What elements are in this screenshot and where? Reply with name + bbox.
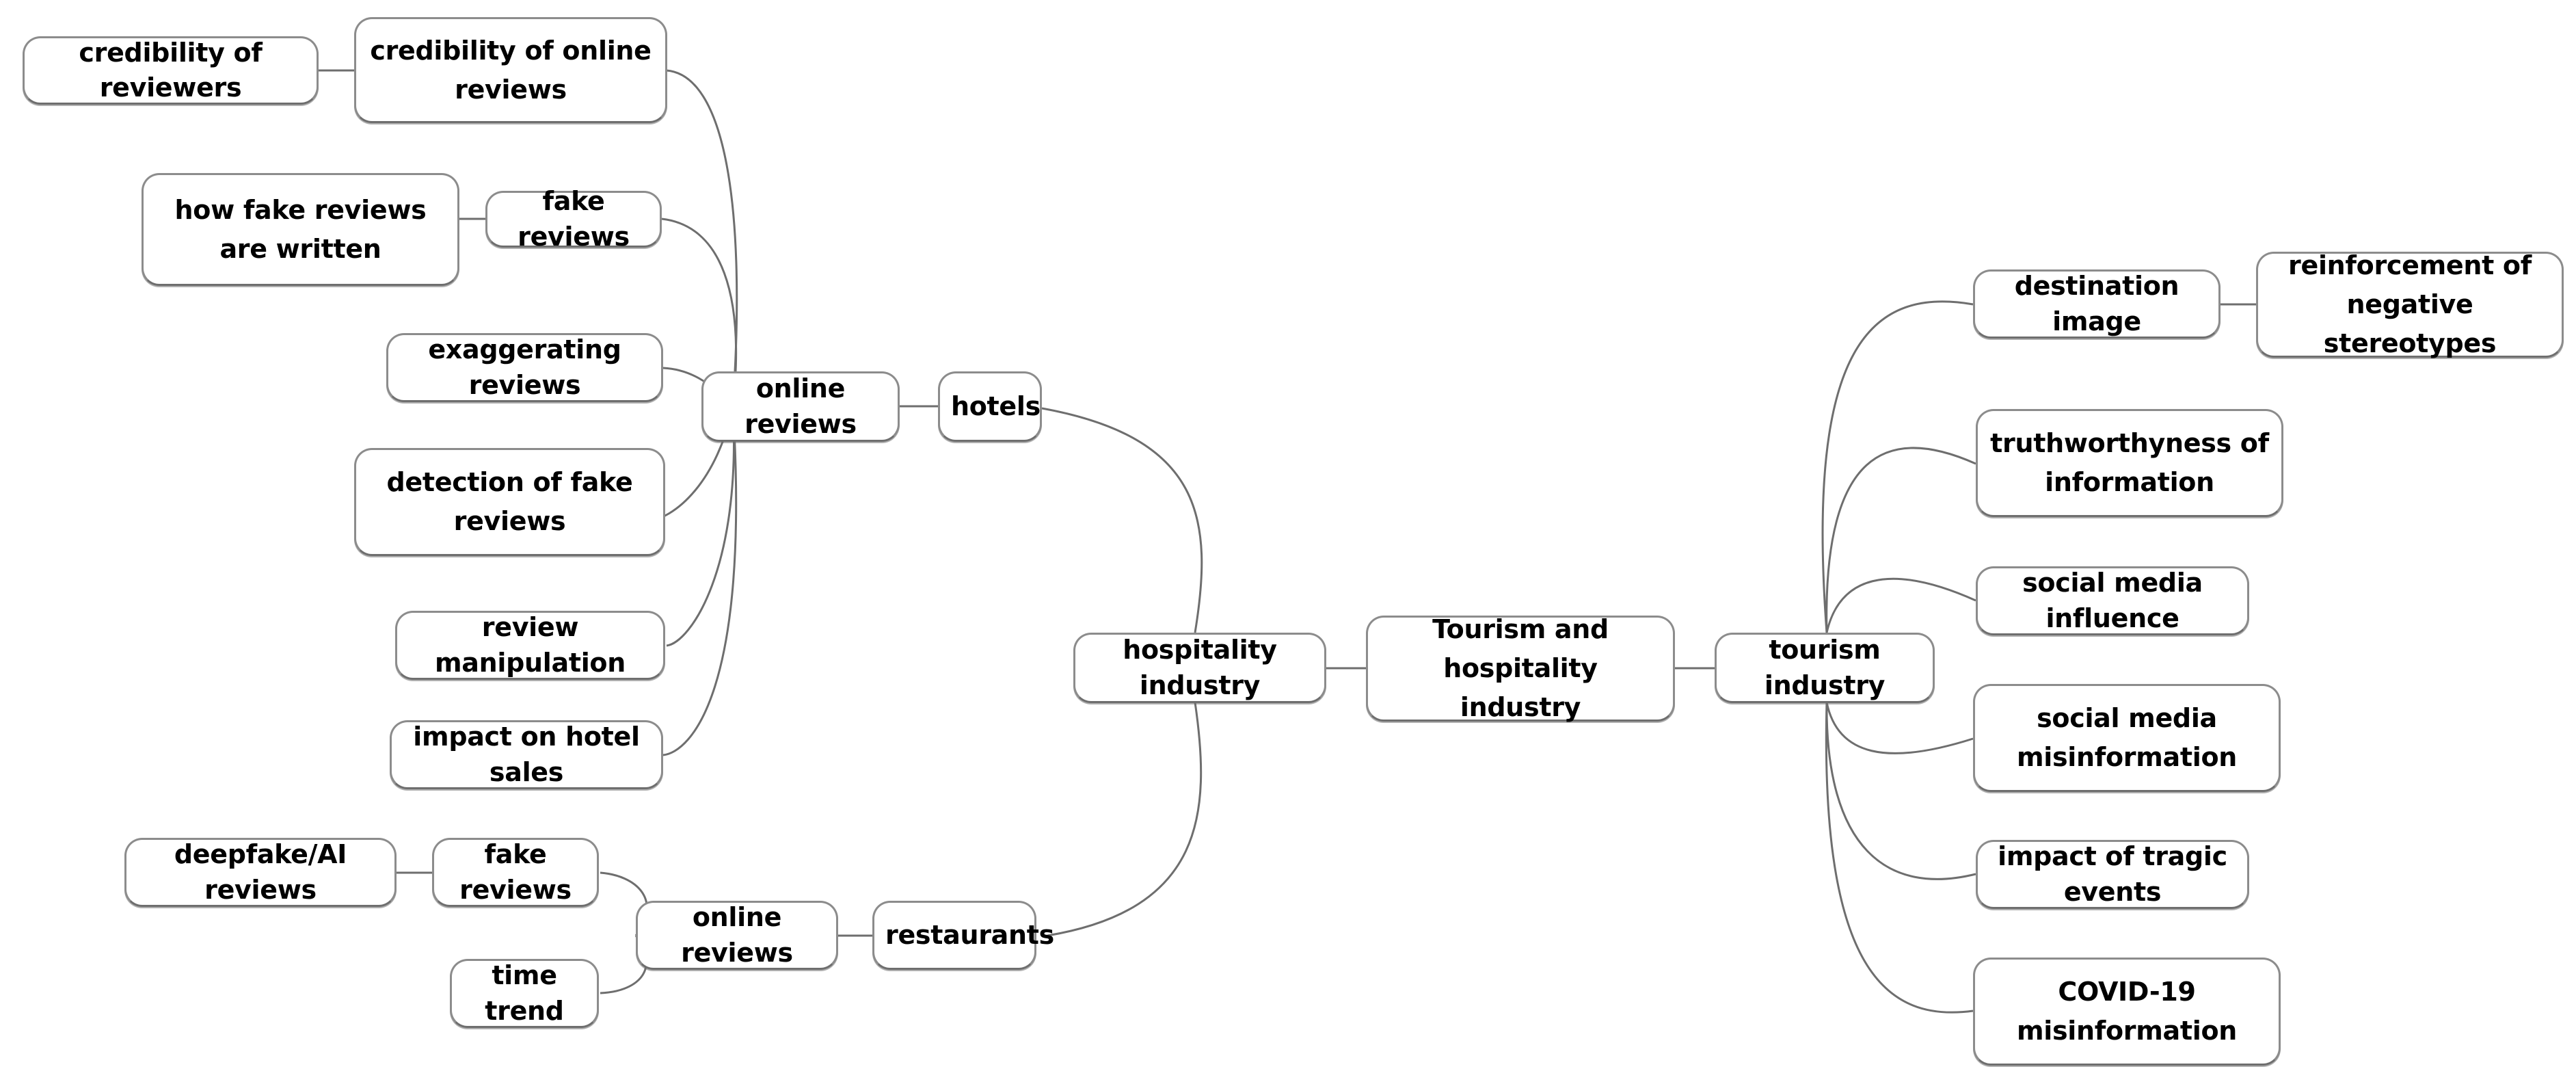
edge-hospitality-restaurants bbox=[1047, 702, 1203, 937]
node-label: detection of fake reviews bbox=[386, 467, 633, 536]
node-root-tourism-and-hospitality-industry[interactable]: Tourism and hospitality industry bbox=[1366, 614, 1675, 722]
node-exaggerating-reviews[interactable]: exaggerating reviews bbox=[386, 333, 663, 402]
node-label: deepfake/AI reviews bbox=[174, 839, 347, 905]
node-label: review manipulation bbox=[435, 612, 626, 678]
node-label: time trend bbox=[485, 960, 564, 1026]
node-review-manipulation[interactable]: review manipulation bbox=[395, 611, 665, 680]
node-social-media-misinformation[interactable]: social media misinformation bbox=[1973, 684, 2281, 792]
edge-ti-social-media-influence bbox=[1825, 577, 1976, 633]
node-label: how fake reviews are written bbox=[174, 194, 427, 264]
node-label: exaggerating reviews bbox=[428, 334, 621, 400]
node-label: Tourism and hospitality industry bbox=[1432, 614, 1609, 722]
node-impact-of-tragic-events[interactable]: impact of tragic events bbox=[1976, 840, 2249, 909]
node-detection-of-fake-reviews[interactable]: detection of fake reviews bbox=[354, 448, 665, 556]
node-label: credibility of online reviews bbox=[370, 35, 652, 105]
edge-ti-covid19-misinformation bbox=[1825, 702, 1974, 1014]
node-fake-reviews-restaurants[interactable]: fake reviews bbox=[432, 838, 599, 907]
node-label: social media misinformation bbox=[2016, 703, 2238, 772]
node-impact-on-hotel-sales[interactable]: impact on hotel sales bbox=[390, 720, 663, 789]
node-credibility-of-reviewers[interactable]: credibility of reviewers bbox=[23, 36, 319, 105]
node-online-reviews-restaurants[interactable]: online reviews bbox=[636, 901, 838, 970]
node-label: restaurants bbox=[885, 919, 1054, 950]
node-restaurants[interactable]: restaurants bbox=[872, 901, 1054, 970]
edge-ti-truthworthyness bbox=[1825, 447, 1976, 633]
node-label: online reviews bbox=[744, 373, 857, 439]
node-covid19-misinformation[interactable]: COVID-19 misinformation bbox=[1973, 958, 2281, 1066]
node-label: hotels bbox=[951, 391, 1041, 421]
node-label: truthworthyness of information bbox=[1990, 428, 2269, 497]
node-truthworthyness-of-information[interactable]: truthworthyness of information bbox=[1976, 409, 2283, 517]
node-label: online reviews bbox=[681, 902, 793, 968]
node-how-fake-reviews-are-written[interactable]: how fake reviews are written bbox=[142, 173, 459, 286]
edge-or-credibility-online-reviews bbox=[666, 69, 738, 407]
edge-or-review-manipulation bbox=[666, 406, 735, 647]
node-label: impact on hotel sales bbox=[413, 722, 640, 787]
node-hospitality-industry[interactable]: hospitality industry bbox=[1073, 633, 1326, 703]
edge-or-impact-hotel-sales bbox=[662, 406, 738, 756]
node-label: destination image bbox=[2014, 271, 2179, 337]
node-online-reviews-hotels[interactable]: online reviews bbox=[701, 371, 900, 442]
edge-ti-social-media-misinformation bbox=[1825, 702, 1974, 754]
node-label: social media influence bbox=[2022, 568, 2203, 633]
node-label: reinforcement of negative stereotypes bbox=[2288, 250, 2532, 358]
node-fake-reviews-hotels[interactable]: fake reviews bbox=[485, 186, 662, 252]
node-credibility-of-online-reviews[interactable]: credibility of online reviews bbox=[354, 17, 667, 123]
edge-ti-impact-tragic-events bbox=[1825, 702, 1976, 880]
node-label: fake reviews bbox=[459, 839, 572, 905]
node-label: hospitality industry bbox=[1123, 635, 1277, 700]
node-destination-image[interactable]: destination image bbox=[1973, 269, 2221, 339]
node-label: impact of tragic events bbox=[1998, 841, 2227, 907]
node-time-trend[interactable]: time trend bbox=[450, 959, 599, 1028]
edge-ti-destination-image bbox=[1821, 300, 1974, 633]
node-hotels[interactable]: hotels bbox=[938, 371, 1042, 442]
node-social-media-influence[interactable]: social media influence bbox=[1976, 566, 2249, 635]
node-tourism-industry[interactable]: tourism industry bbox=[1715, 633, 1935, 703]
node-label: credibility of reviewers bbox=[79, 37, 263, 103]
edge-hospitality-hotels bbox=[1041, 407, 1203, 633]
node-label: fake reviews bbox=[518, 186, 630, 252]
node-deepfake-ai-reviews[interactable]: deepfake/AI reviews bbox=[124, 838, 397, 907]
node-reinforcement-of-negative-stereotypes[interactable]: reinforcement of negative stereotypes bbox=[2256, 250, 2564, 358]
node-label: tourism industry bbox=[1764, 635, 1886, 700]
node-label: COVID-19 misinformation bbox=[2016, 977, 2238, 1046]
